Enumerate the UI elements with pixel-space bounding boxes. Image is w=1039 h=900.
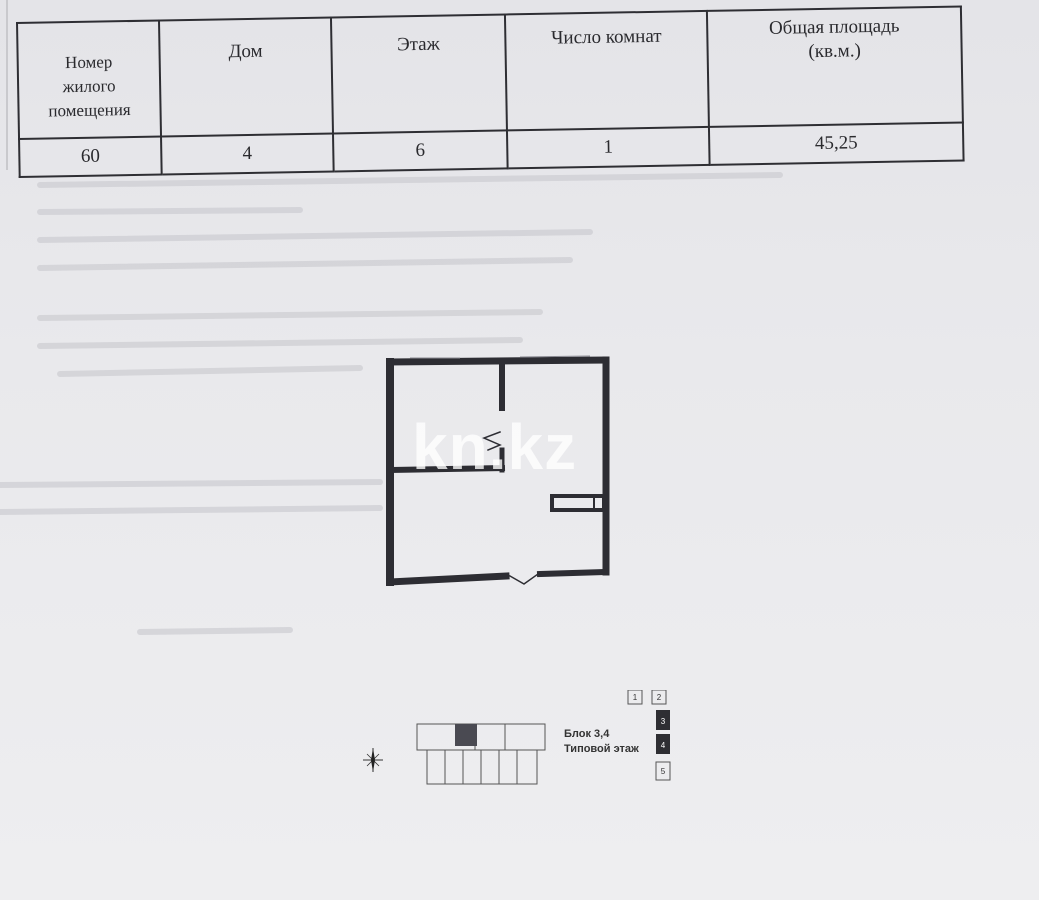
block-caption-line1: Блок 3,4 (564, 728, 610, 740)
block-1-label: 1 (633, 693, 638, 702)
building-schema: 1 2 3 4 5 (363, 690, 671, 785)
highlighted-apartment (455, 724, 477, 746)
block-2-label: 2 (657, 693, 662, 702)
wall-interior-horizontal (388, 464, 506, 474)
block-5 (655, 761, 671, 781)
block-5-label: 5 (661, 767, 666, 776)
compass-icon (363, 748, 383, 772)
block-caption-line2: Типовой этаж (564, 743, 639, 755)
block-4 (656, 734, 670, 754)
wall-top (386, 356, 610, 366)
floor-plan (386, 355, 610, 586)
door-swing (482, 431, 502, 451)
block-2 (651, 690, 667, 705)
page-edge (6, 0, 8, 170)
block-3-label: 3 (661, 717, 666, 726)
block-3 (656, 710, 670, 730)
entrance-door (508, 572, 540, 585)
wall-bottom-left (386, 572, 510, 586)
block-1 (627, 690, 643, 705)
watermark-logo: kn.kz (412, 411, 578, 483)
wall-bottom-right (536, 568, 610, 578)
closet (550, 494, 606, 512)
block-4-label: 4 (661, 741, 666, 750)
block-caption: Блок 3,4 Типовой этаж (564, 727, 639, 757)
